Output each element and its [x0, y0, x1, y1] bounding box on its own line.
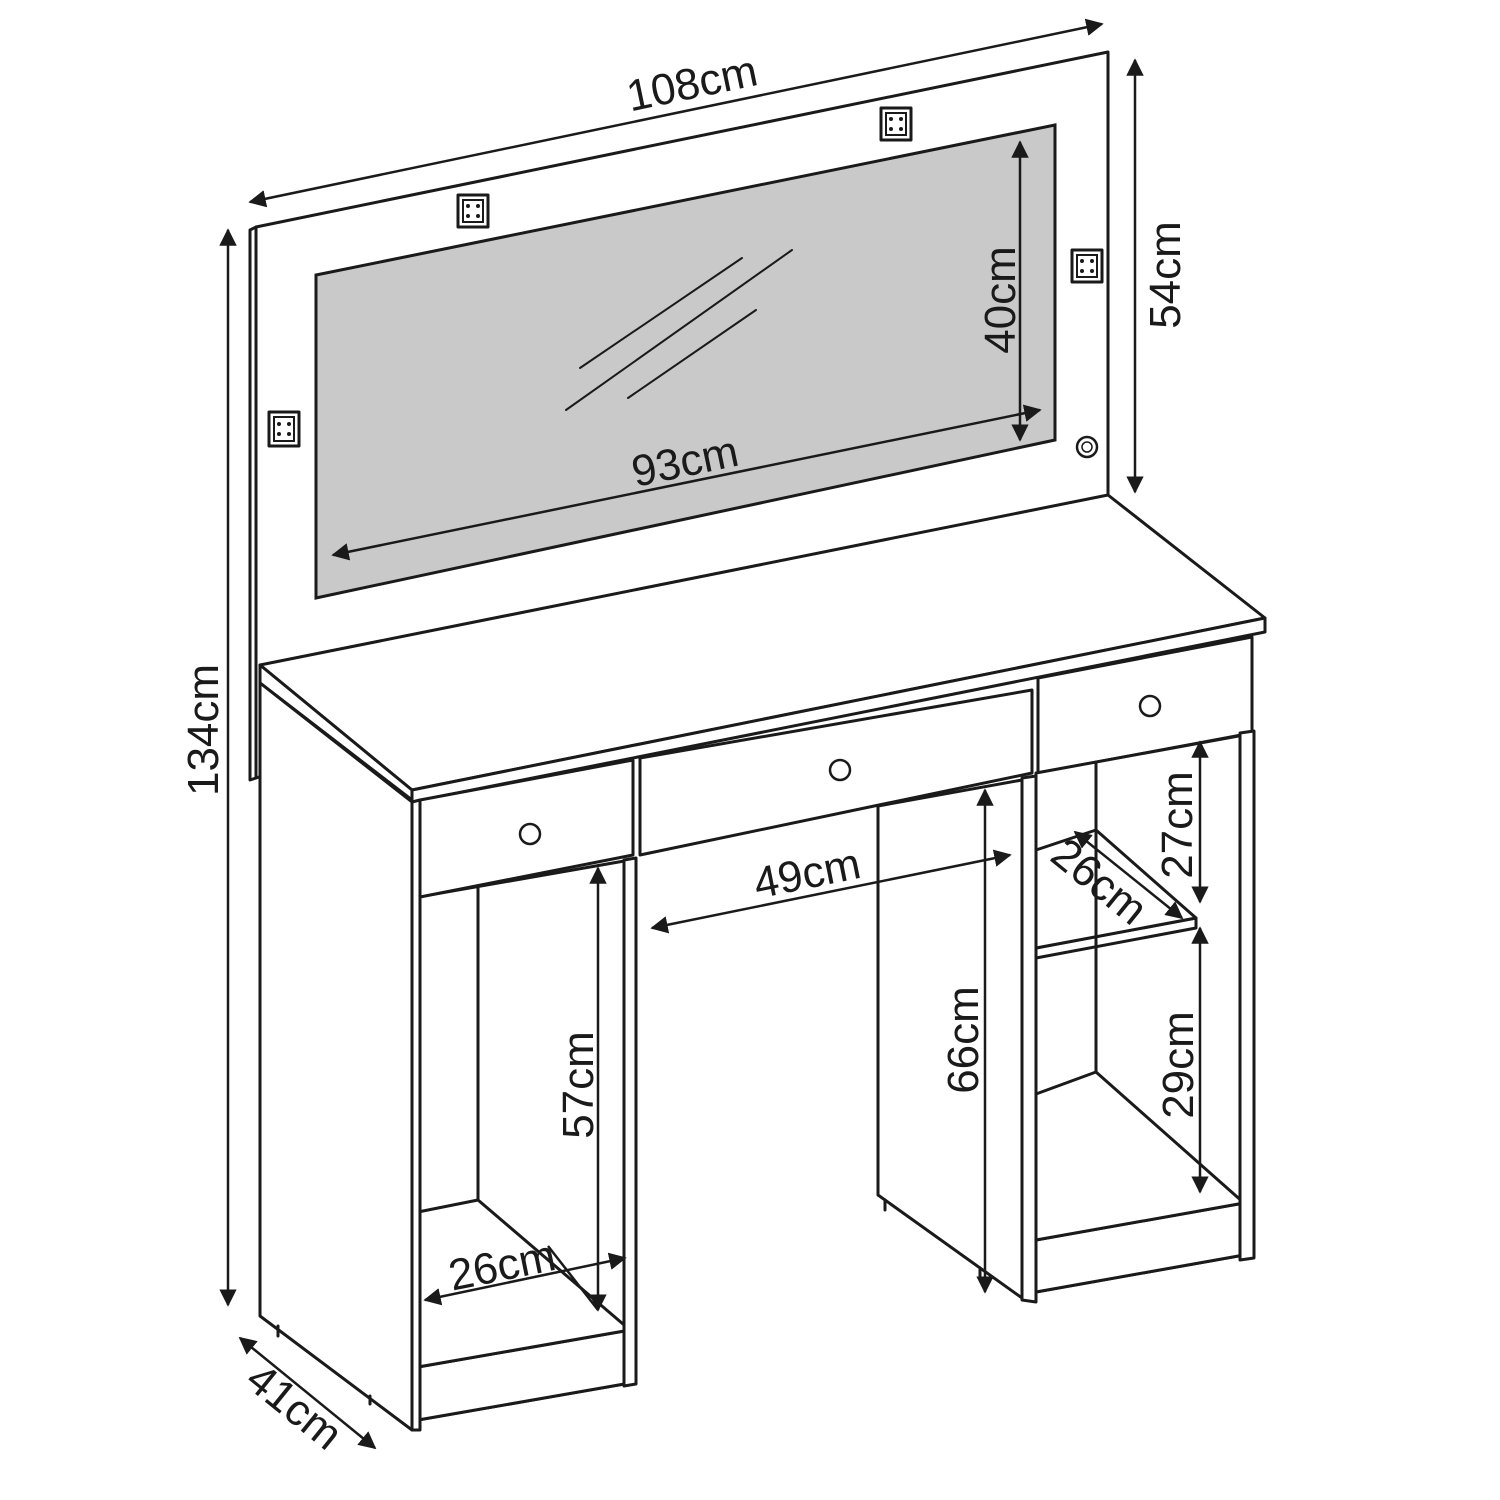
label-right-shelf-lower-height: 29cm	[1154, 1011, 1203, 1119]
tabletop	[258, 493, 1267, 804]
light-bulb-icon	[456, 193, 490, 229]
drawer-knob-icon	[518, 822, 542, 846]
dimension-lines	[219, 18, 1209, 1450]
label-height-total: 134cm	[179, 664, 228, 796]
label-knee-height: 66cm	[939, 986, 988, 1094]
center-drawer	[638, 688, 1034, 857]
drawer-knob-icon	[828, 758, 852, 782]
label-mirror-height: 40cm	[976, 246, 1025, 354]
light-bulb-icon	[879, 106, 913, 142]
left-side-panel	[258, 681, 414, 1432]
label-knee-width: 49cm	[750, 839, 865, 908]
touch-switch-icon	[1075, 435, 1099, 459]
label-height-mirror-panel: 54cm	[1141, 221, 1190, 329]
label-right-shelf-upper-height: 27cm	[1153, 771, 1202, 879]
left-drawer	[418, 758, 635, 899]
right-column	[1020, 729, 1256, 1304]
drawer-knob-icon	[1138, 694, 1162, 718]
mirror-reflection-lines	[565, 249, 793, 411]
light-bulb-icon	[1070, 248, 1104, 284]
light-bulb-icon	[267, 410, 301, 448]
label-left-column-height: 57cm	[554, 1031, 603, 1139]
